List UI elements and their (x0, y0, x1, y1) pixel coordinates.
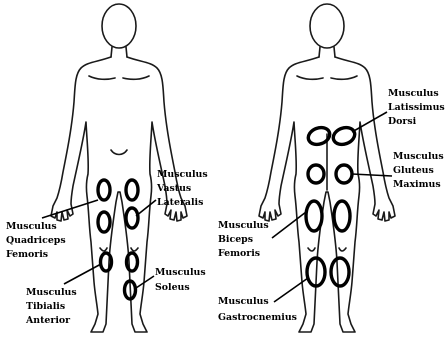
electrode-back-gastro-right (331, 258, 349, 286)
label-quadriceps-femoris: Musculus Quadriceps Femoris (6, 221, 69, 260)
electrode-back-ham-right (334, 201, 350, 231)
electrode-front-mid-right (126, 208, 138, 228)
label-biceps-femoris: Musculus Biceps Femoris (218, 220, 272, 259)
back-view-figure (259, 4, 395, 332)
back-electrodes (306, 125, 357, 286)
electrode-back-glute-right (336, 165, 352, 183)
electrode-back-lat-right (331, 125, 357, 148)
label-vastus-lateralis: Musculus Vastus Lateralis (156, 169, 211, 208)
electrode-front-mid-left (98, 212, 110, 232)
label-latissimus-dorsi: Musculus Latissimus Dorsi (388, 88, 446, 127)
electrode-back-glute-left (308, 165, 324, 183)
electrode-back-ham-left (306, 201, 322, 231)
electrode-front-shin-right (127, 253, 138, 271)
label-gastrocnemius: Musculus Gastrocnemius (218, 296, 297, 323)
label-tibialis-anterior: Musculus Tibialis Anterior (25, 287, 80, 326)
electrode-back-lat-left (306, 125, 332, 148)
electrode-front-upper-left (98, 180, 110, 200)
label-soleus: Musculus Soleus (155, 267, 209, 293)
label-gluteus-maximus: Musculus Gluteus Maximus (393, 151, 446, 190)
front-electrodes (98, 180, 138, 299)
electrode-front-shin-left (101, 253, 112, 271)
electrode-front-upper-right (126, 180, 138, 200)
